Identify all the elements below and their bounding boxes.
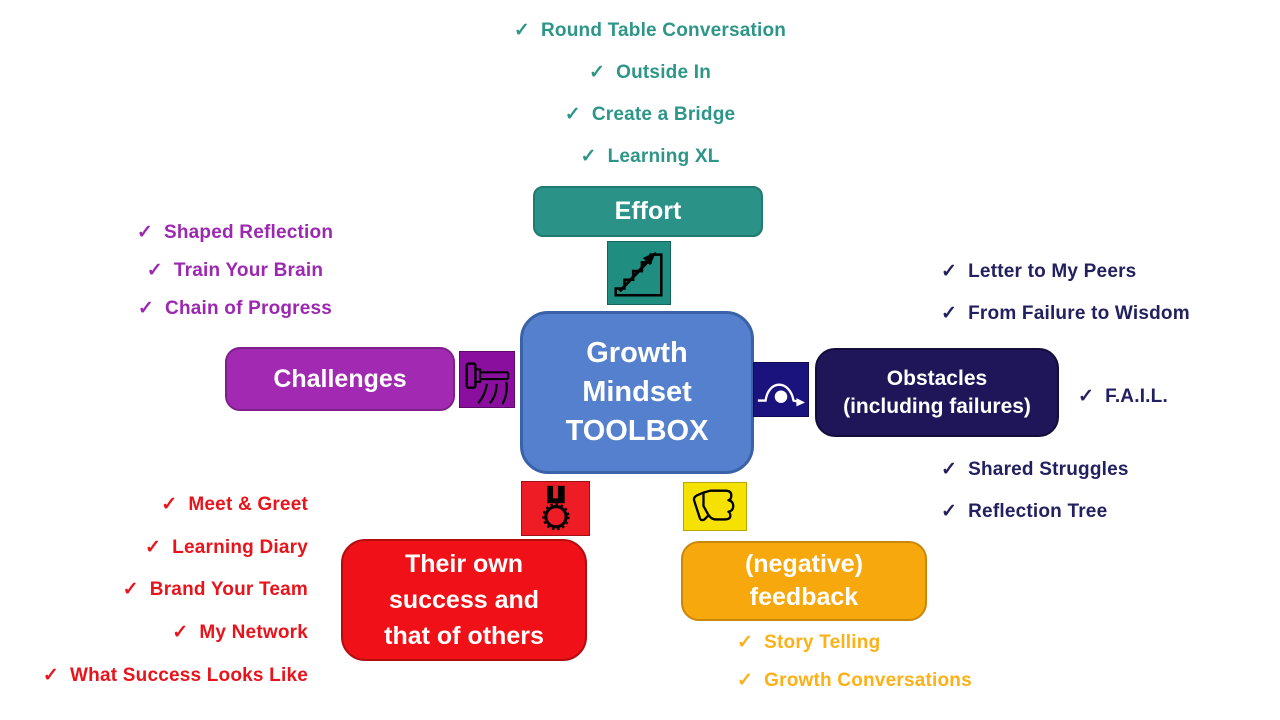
checklist-item-label: Shaped Reflection <box>163 222 334 243</box>
obstacles-node: Obstacles (including failures) <box>815 348 1059 437</box>
center-node-line: Growth <box>586 337 688 369</box>
success-node-line: that of others <box>384 622 544 650</box>
checklist-item-label: Round Table Conversation <box>540 20 787 41</box>
effort-checklist: ✓ Round Table Conversation ✓ Outside In ✓ C… <box>420 10 880 178</box>
effort-node: Effort <box>533 186 763 237</box>
challenges-node-label: Challenges <box>273 364 407 393</box>
thumbs-down-icon <box>683 482 747 531</box>
checklist-item-label: Outside In <box>616 62 712 83</box>
checklist-item-label: From Failure to Wisdom <box>968 303 1190 324</box>
checklist-item: ✓ Shared Struggles <box>941 449 1129 491</box>
obstacles-checklist-mid: ✓ F.A.I.L. <box>1078 376 1168 418</box>
feedback-node: (negative) feedback <box>681 541 927 621</box>
check-icon: ✓ <box>136 222 153 243</box>
checklist-item: ✓ Story Telling <box>737 624 972 662</box>
challenges-checklist: ✓Shaped Reflection ✓Train Your Brain ✓Ch… <box>105 214 365 328</box>
checklist-item: ✓ Letter to My Peers <box>941 251 1190 293</box>
checklist-item-label: Train Your Brain <box>173 260 324 281</box>
checklist-item: ✓ Learning XL <box>420 136 880 178</box>
check-icon: ✓ <box>564 104 581 125</box>
checklist-item: ✓ My Network <box>8 612 308 655</box>
check-icon: ✓ <box>580 146 597 167</box>
medal-icon <box>521 481 590 536</box>
feedback-checklist: ✓ Story Telling ✓ Growth Conversations <box>737 624 972 700</box>
check-icon: ✓ <box>145 536 162 558</box>
feedback-node-line: (negative) <box>744 550 864 578</box>
checklist-item-label: Reflection Tree <box>968 501 1108 522</box>
check-icon: ✓ <box>941 459 958 480</box>
checklist-item: ✓ Create a Bridge <box>420 94 880 136</box>
checklist-item-label: What Success Looks Like <box>70 664 308 686</box>
challenges-node: Challenges <box>225 347 455 411</box>
center-node-line: Mindset <box>582 376 692 408</box>
checklist-item-label: Story Telling <box>764 632 881 653</box>
checklist-item-label: Brand Your Team <box>149 579 308 601</box>
checklist-item: ✓ Round Table Conversation <box>420 10 880 52</box>
check-icon: ✓ <box>737 670 754 691</box>
checklist-item-label: F.A.I.L. <box>1105 386 1168 407</box>
feedback-node-line: feedback <box>749 583 859 611</box>
check-icon: ✓ <box>737 632 754 653</box>
checklist-item: ✓ What Success Looks Like <box>8 655 308 698</box>
checklist-item: ✓ F.A.I.L. <box>1078 376 1168 418</box>
checklist-item-label: Shared Struggles <box>968 459 1129 480</box>
check-icon: ✓ <box>941 303 958 324</box>
obstacles-checklist-top: ✓ Letter to My Peers ✓ From Failure to Wis… <box>941 251 1190 335</box>
checklist-item-label: Letter to My Peers <box>968 261 1137 282</box>
checklist-item-label: Create a Bridge <box>591 104 736 125</box>
check-icon: ✓ <box>1078 386 1095 407</box>
checklist-item: ✓ Brand Your Team <box>8 569 308 612</box>
checklist-item: ✓ Learning Diary <box>8 527 308 570</box>
check-icon: ✓ <box>588 62 606 83</box>
check-icon: ✓ <box>513 20 530 41</box>
success-node: Their own success and that of others <box>341 539 587 661</box>
check-icon: ✓ <box>146 260 163 281</box>
center-node: Growth Mindset TOOLBOX <box>520 311 754 474</box>
checklist-item: ✓ Reflection Tree <box>941 491 1129 533</box>
obstacles-node-line: (including failures) <box>843 394 1031 418</box>
checklist-item: ✓ Chain of Progress <box>105 290 365 328</box>
checklist-item-label: Learning Diary <box>172 536 308 558</box>
checklist-item: ✓ Growth Conversations <box>737 662 972 700</box>
obstacles-checklist-bottom: ✓ Shared Struggles ✓ Reflection Tree <box>941 449 1129 533</box>
checklist-item-label: Meet & Greet <box>188 494 308 515</box>
checklist-item-label: Growth Conversations <box>764 670 972 691</box>
check-icon: ✓ <box>42 664 60 686</box>
hurdle-icon <box>753 362 809 417</box>
checklist-item: ✓ From Failure to Wisdom <box>941 293 1190 335</box>
check-icon: ✓ <box>161 494 178 515</box>
check-icon: ✓ <box>941 501 958 522</box>
success-checklist: ✓ Meet & Greet ✓ Learning Diary ✓ Brand You… <box>8 484 308 698</box>
check-icon: ✓ <box>941 261 958 282</box>
center-node-line: TOOLBOX <box>565 415 709 447</box>
effort-node-label: Effort <box>614 197 682 225</box>
checklist-item-label: Learning XL <box>607 146 720 167</box>
checklist-item: ✓ Shaped Reflection <box>105 214 365 252</box>
check-icon: ✓ <box>122 579 139 601</box>
checklist-item: ✓ Outside In <box>420 52 880 94</box>
checklist-item: ✓ Meet & Greet <box>8 484 308 527</box>
stairs-up-icon <box>607 241 671 305</box>
hammer-icon <box>459 351 515 408</box>
obstacles-node-line: Obstacles <box>886 366 988 390</box>
checklist-item-label: My Network <box>199 622 308 644</box>
check-icon: ✓ <box>172 622 189 644</box>
success-node-line: success and <box>388 586 540 614</box>
check-icon: ✓ <box>137 298 155 319</box>
checklist-item: ✓ Train Your Brain <box>105 252 365 290</box>
checklist-item-label: Chain of Progress <box>165 298 333 319</box>
success-node-line: Their own <box>404 550 524 578</box>
